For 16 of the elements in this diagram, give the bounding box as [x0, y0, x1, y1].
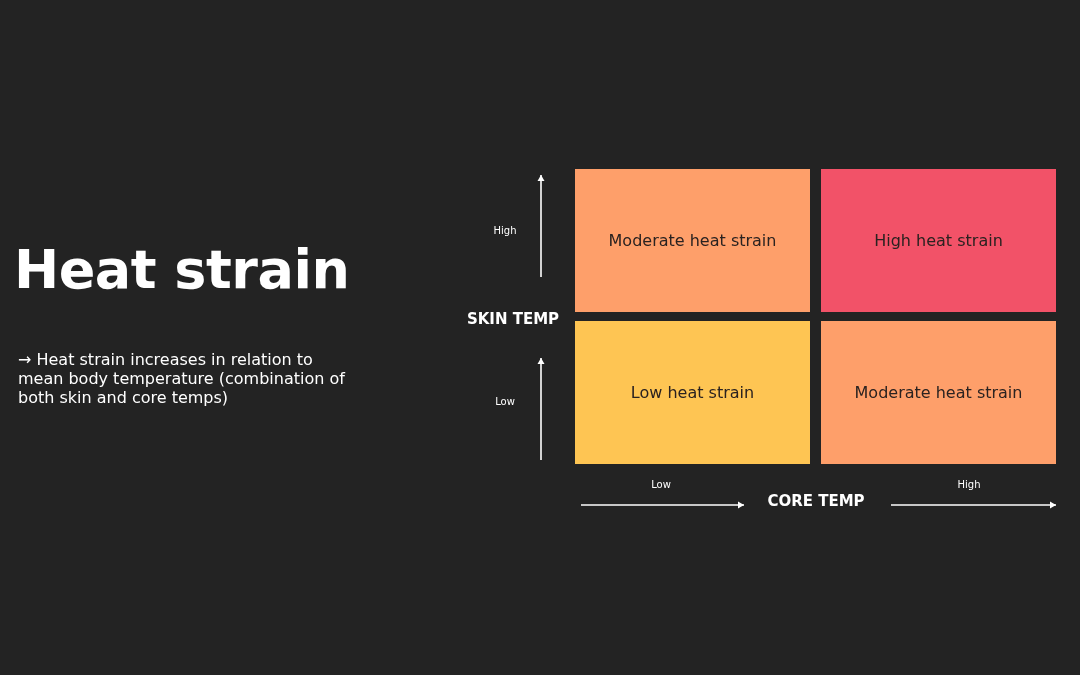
quadrant-box — [575, 321, 810, 464]
slide-title: Heat strain — [14, 238, 350, 301]
axis-tick-label: High — [956, 479, 982, 491]
axis-tick-label: Low — [494, 396, 516, 408]
axis-title: SKIN TEMP — [465, 310, 561, 328]
axis-title: CORE TEMP — [766, 492, 866, 510]
quadrant-label: Moderate heat strain — [608, 231, 777, 250]
quadrant-label: Low heat strain — [630, 383, 755, 402]
quadrant-label: High heat strain — [874, 231, 1003, 250]
quadrant-box — [821, 169, 1056, 312]
quadrant-box — [575, 169, 810, 312]
bullet-text: → Heat strain increases in relation to mean body temperature (combination of both skin and core temps) — [18, 350, 347, 408]
axis-tick-label: Low — [650, 479, 672, 491]
axis-tick-label: High — [492, 225, 518, 237]
quadrant-label: Moderate heat strain — [854, 383, 1023, 402]
quadrant-box — [821, 321, 1056, 464]
